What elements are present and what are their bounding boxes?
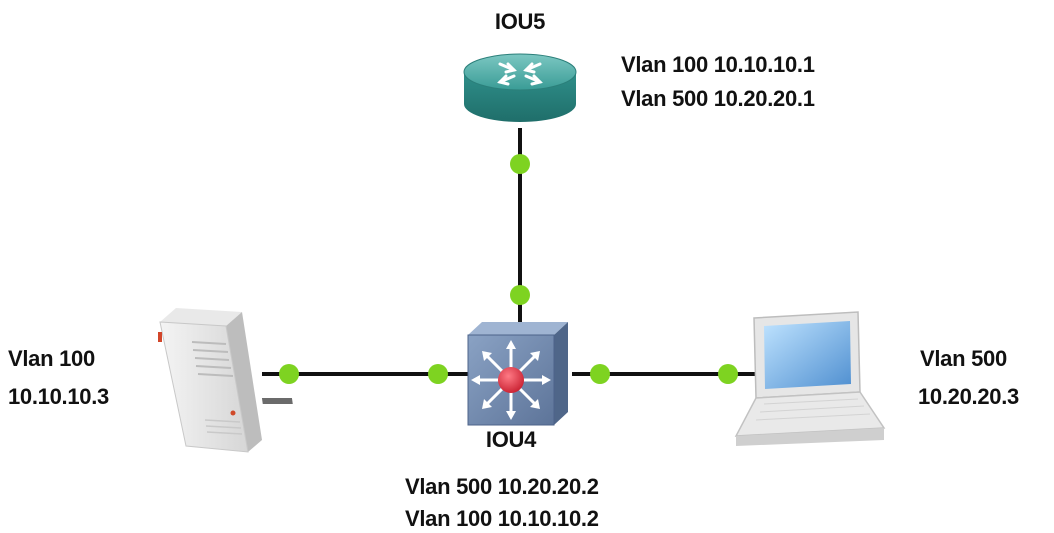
switch-vlan500-label: Vlan 500 10.20.20.2	[405, 474, 599, 499]
port-dot	[510, 154, 530, 174]
router-vlan500-label: Vlan 500 10.20.20.1	[621, 86, 815, 111]
router-icon[interactable]	[463, 53, 577, 122]
server-tower-icon[interactable]	[158, 308, 293, 453]
multilayer-switch-icon[interactable]	[467, 322, 568, 426]
port-dot	[279, 364, 299, 384]
server-ip-label: 10.10.10.3	[8, 384, 109, 409]
laptop-icon[interactable]	[734, 311, 886, 446]
port-indicators	[279, 154, 738, 384]
port-dot	[590, 364, 610, 384]
port-dot	[510, 285, 530, 305]
switch-name: IOU4	[486, 427, 537, 452]
router-vlan100-label: Vlan 100 10.10.10.1	[621, 52, 815, 77]
laptop-ip-label: 10.20.20.3	[918, 384, 1019, 409]
switch-vlan100-label: Vlan 100 10.10.10.2	[405, 506, 599, 531]
laptop-vlan-label: Vlan 500	[920, 346, 1007, 371]
server-vlan-label: Vlan 100	[8, 346, 95, 371]
port-dot	[718, 364, 738, 384]
port-dot	[428, 364, 448, 384]
router-name: IOU5	[495, 9, 545, 34]
